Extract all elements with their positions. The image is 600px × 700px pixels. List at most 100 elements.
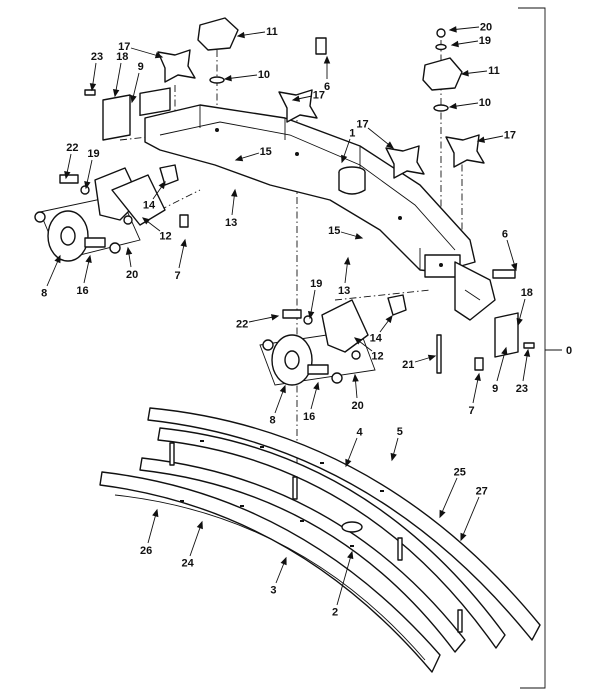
- callout-label: 14: [143, 200, 156, 212]
- blade-slots: [180, 440, 384, 547]
- leader-arrowhead: [460, 69, 469, 77]
- callout-c3: 3: [270, 556, 287, 596]
- callout-c10b: 10: [448, 97, 491, 110]
- callout-label: 7: [174, 270, 180, 282]
- leader-arrowhead: [439, 509, 446, 519]
- callout-label: 26: [140, 545, 152, 557]
- leader-arrowhead: [385, 314, 393, 324]
- callout-c24: 24: [182, 520, 203, 570]
- leader-arrowhead: [158, 180, 166, 190]
- leader-arrowhead: [85, 254, 92, 264]
- caster-assembly-left: [34, 164, 189, 262]
- callout-label: 27: [476, 486, 488, 498]
- callout-c7b: 7: [469, 372, 481, 417]
- clip-left: [179, 214, 189, 228]
- callout-c19c: 19: [307, 278, 322, 320]
- callout-label: 9: [138, 61, 144, 73]
- leader-arrowhead: [323, 55, 331, 64]
- callout-c18a: 18: [112, 51, 128, 98]
- callout-c9a: 9: [130, 61, 144, 104]
- callout-label: 18: [521, 287, 533, 299]
- callout-c11a: 11: [236, 26, 278, 39]
- callout-c15a: 15: [234, 146, 272, 162]
- callout-label: 24: [182, 558, 195, 570]
- callout-label: 10: [258, 69, 270, 81]
- callout-c5: 5: [390, 426, 403, 462]
- callout-label: 15: [328, 225, 340, 237]
- leader-arrowhead: [270, 314, 280, 321]
- leader-arrowhead: [230, 188, 238, 197]
- callout-label: 13: [225, 217, 237, 229]
- leader-arrowhead: [345, 458, 352, 468]
- callout-c18b: 18: [516, 287, 533, 327]
- callout-c20b: 20: [125, 246, 138, 281]
- leader-arrowhead: [141, 217, 151, 225]
- leader-line: [336, 551, 353, 606]
- callout-label: 25: [454, 467, 466, 479]
- leader-arrowhead: [84, 180, 91, 190]
- callout-label: 7: [469, 405, 475, 417]
- callout-c20c: 20: [351, 373, 364, 412]
- leader-arrowhead: [313, 381, 320, 391]
- callout-c26: 26: [140, 508, 159, 557]
- leader-arrowhead: [307, 311, 315, 320]
- callout-label: 1: [349, 127, 355, 139]
- leader-arrowhead: [460, 532, 467, 542]
- callout-c20a: 20: [448, 21, 492, 33]
- callout-c14a: 14: [143, 180, 166, 212]
- callout-label: 2: [332, 607, 338, 619]
- leader-arrowhead: [352, 373, 359, 382]
- callout-label: 12: [159, 230, 171, 242]
- callout-label: 13: [338, 285, 350, 297]
- clip-right: [474, 357, 484, 371]
- leader-arrowhead: [112, 89, 120, 98]
- leader-arrowhead: [89, 83, 97, 92]
- callout-label: 23: [516, 383, 528, 395]
- leader-arrowhead: [279, 384, 286, 394]
- callout-c19a: 19: [84, 148, 100, 190]
- callout-label: 20: [351, 400, 363, 412]
- callout-label: 16: [303, 411, 315, 423]
- leader-line: [460, 496, 480, 541]
- callout-c10a: 10: [223, 69, 270, 82]
- callout-c8a: 8: [41, 254, 61, 299]
- callout-label: 22: [236, 318, 248, 330]
- callout-label: 5: [397, 426, 403, 438]
- callout-c15b: 15: [328, 225, 364, 240]
- callout-c2: 2: [332, 550, 354, 619]
- callout-c7a: 7: [174, 238, 187, 282]
- callout-label: 23: [91, 51, 103, 63]
- callout-c23b: 23: [516, 348, 531, 395]
- leader-arrowhead: [236, 31, 245, 39]
- assembly-bracket: 0: [518, 7, 572, 689]
- leader-arrowhead: [448, 102, 457, 110]
- leader-arrowhead: [385, 141, 395, 149]
- leader-arrowhead: [354, 233, 364, 240]
- callout-label: 8: [270, 415, 276, 427]
- callout-c21: 21: [402, 354, 437, 371]
- leader-arrowhead: [353, 337, 363, 345]
- callout-c6a: 6: [323, 55, 331, 93]
- callout-c6b: 6: [502, 228, 518, 272]
- callout-c16b: 16: [303, 381, 320, 423]
- leader-arrowhead: [223, 74, 232, 82]
- leader-arrowhead: [448, 26, 457, 33]
- mounting-brackets: [84, 37, 535, 358]
- leader-arrowhead: [516, 317, 523, 327]
- blade-center-hole: [341, 521, 363, 533]
- leader-arrowhead: [523, 348, 531, 357]
- callout-label: 14: [370, 333, 383, 345]
- callout-label: 6: [324, 81, 330, 93]
- knobs-and-washers: [157, 17, 485, 179]
- callout-c27: 27: [460, 486, 488, 542]
- callout-label: 11: [488, 65, 500, 77]
- callout-c14b: 14: [370, 314, 393, 345]
- callout-label: 12: [371, 350, 383, 362]
- leader-arrowhead: [54, 254, 61, 264]
- callout-c25: 25: [439, 467, 466, 519]
- callout-c16a: 16: [76, 254, 92, 297]
- callout-label: 18: [116, 51, 128, 63]
- callout-label: 20: [126, 269, 138, 281]
- callout-c11b: 11: [460, 65, 500, 77]
